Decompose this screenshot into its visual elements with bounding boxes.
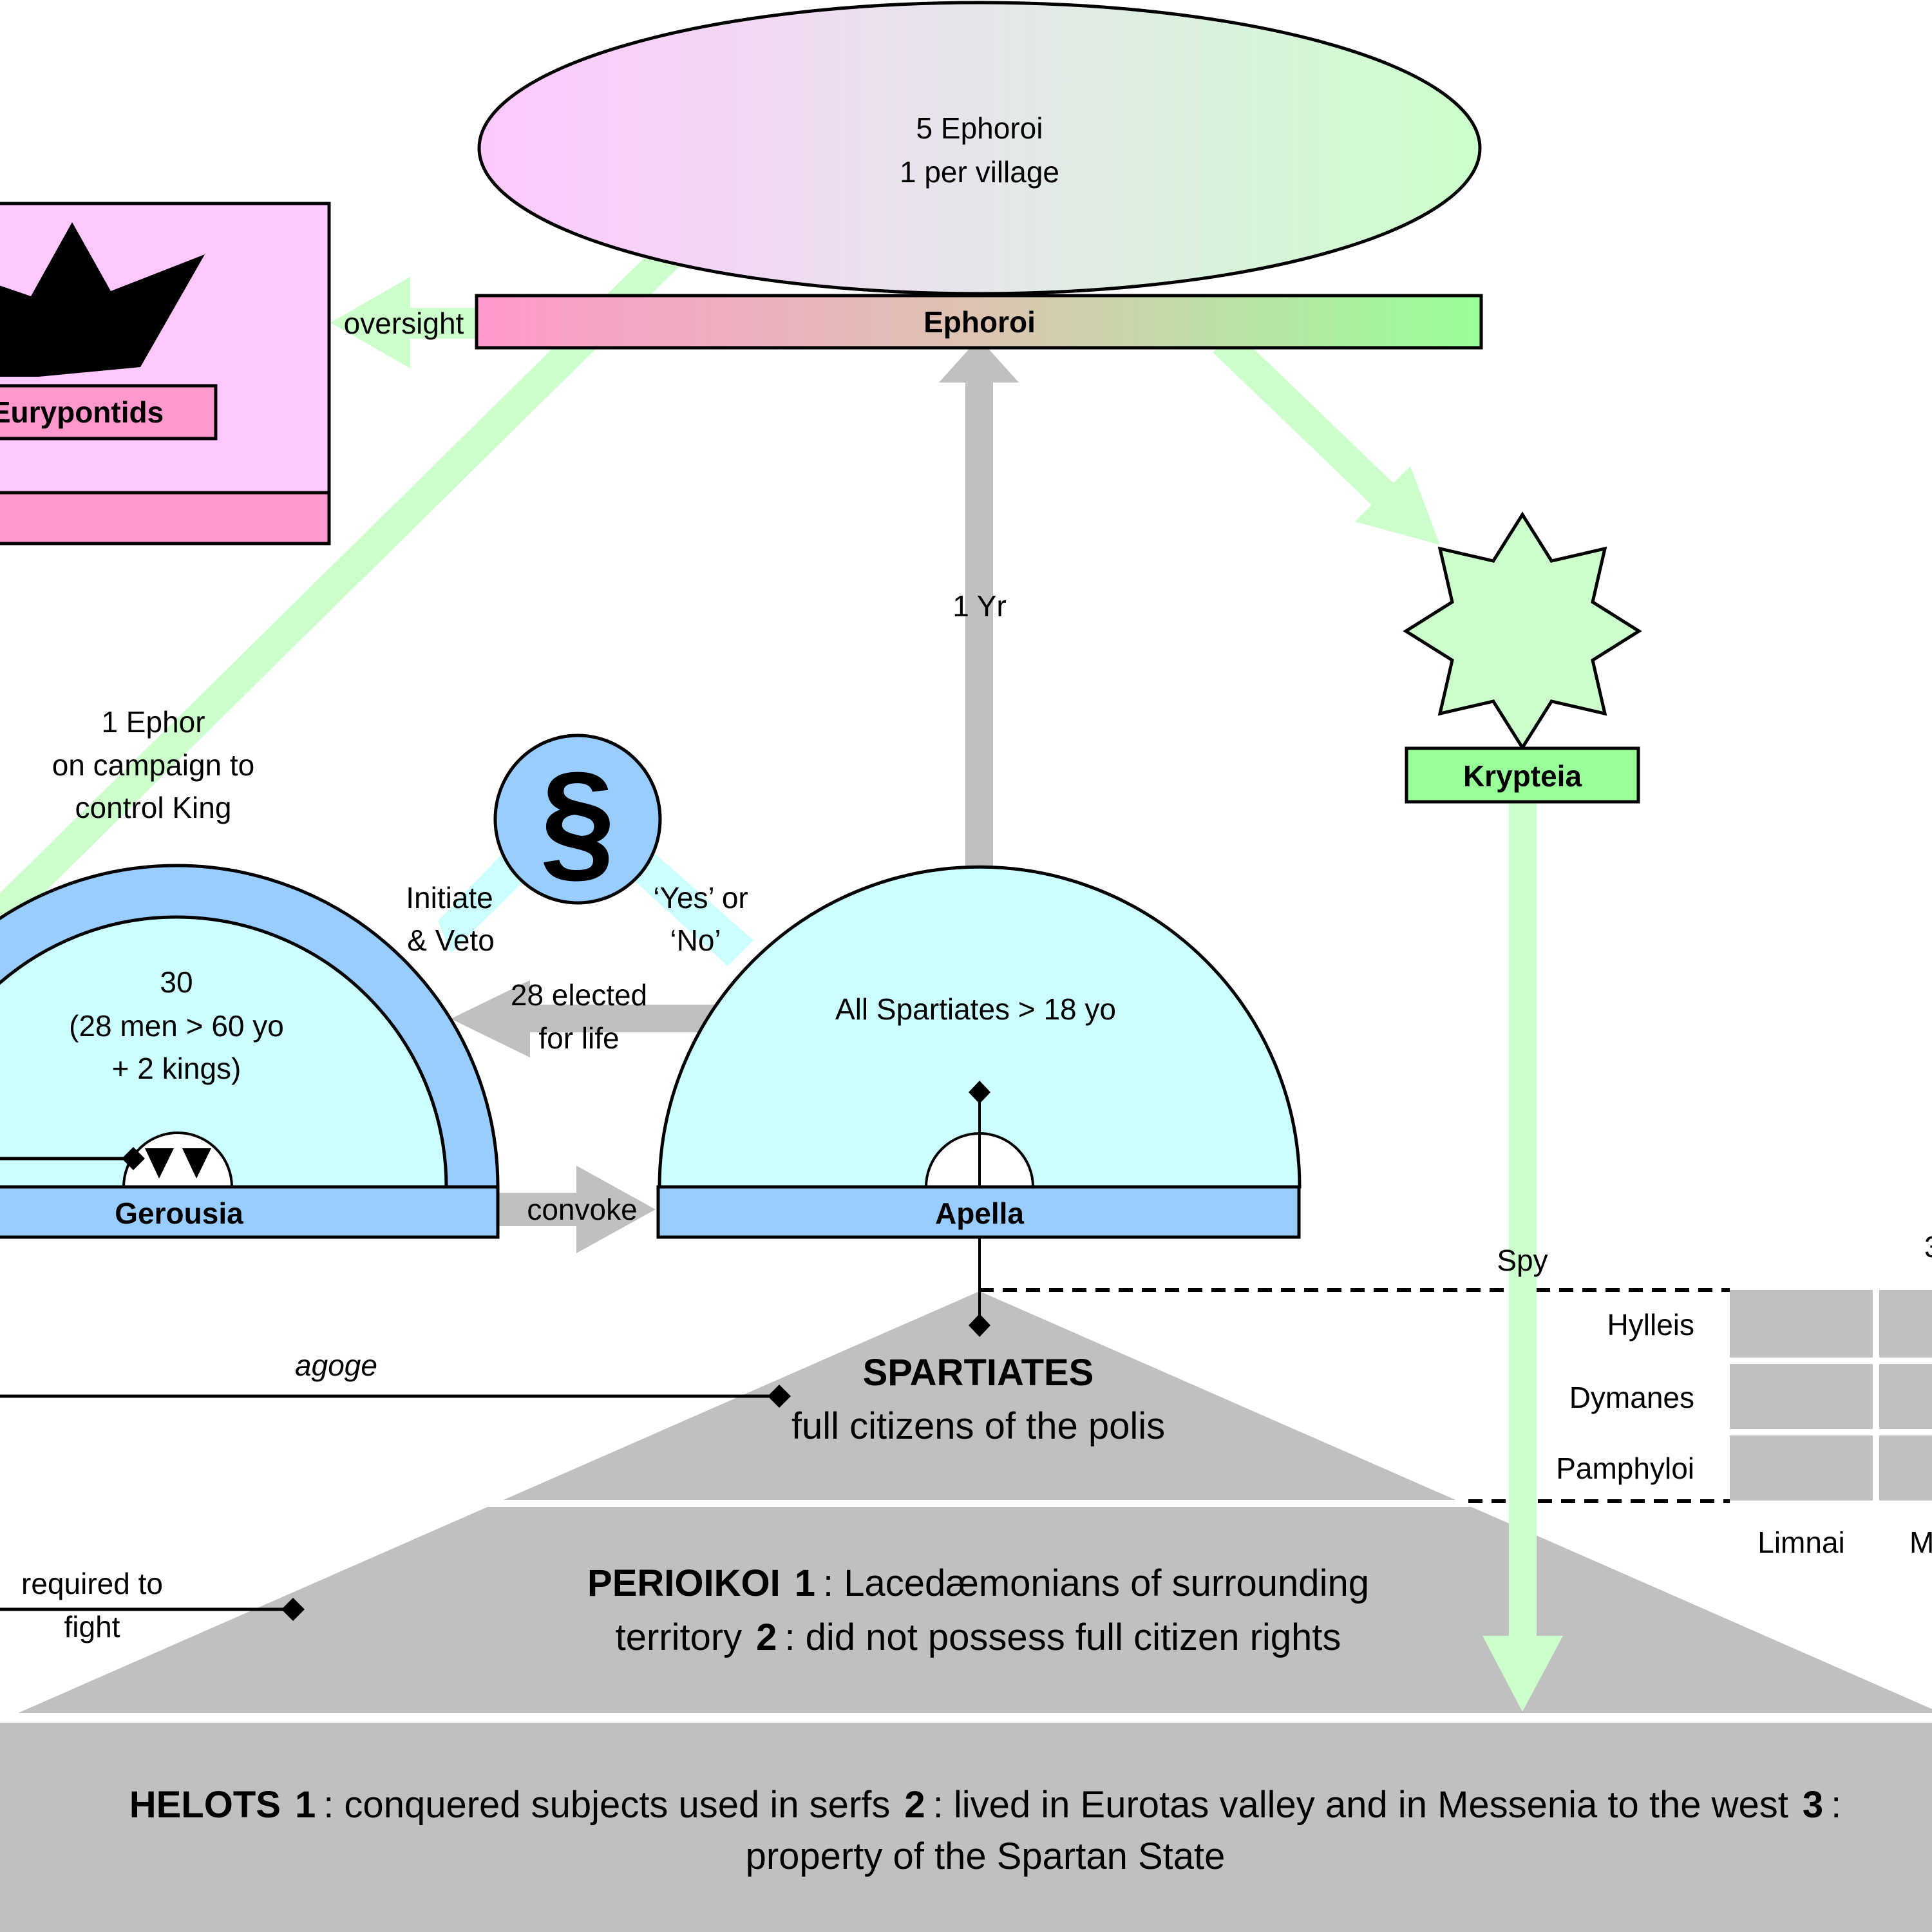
helots-point: : xyxy=(1831,1784,1841,1826)
point-number: 2 xyxy=(756,1616,777,1658)
elected-label: 28 elected xyxy=(511,978,647,1012)
krypteia-label-box xyxy=(1405,746,1640,804)
cut-off-label: 3 xyxy=(1924,1230,1932,1264)
connector-diamond-icon xyxy=(768,1385,791,1408)
perioikoi-point: territory xyxy=(616,1616,743,1658)
perioikoi-line-1: PERIOIKOI 1: Lacedæmonians of surrounding xyxy=(587,1562,1369,1604)
gerousia-text: (28 men > 60 yo xyxy=(69,1009,284,1043)
apella-bar xyxy=(656,1185,1301,1239)
krypteia-group xyxy=(1403,511,1642,804)
ephoroi-group xyxy=(475,1,1483,350)
point-number: 3 xyxy=(1803,1784,1823,1826)
connector-diamond-icon xyxy=(122,1147,145,1170)
gerousia-inner-dome xyxy=(0,915,448,1189)
yes-no-label: ‘No’ xyxy=(670,923,721,957)
gerousia-text: + 2 kings) xyxy=(112,1052,242,1085)
ephoroi-bar xyxy=(475,294,1483,350)
perioikoi-point: : Lacedæmonians of surrounding xyxy=(823,1562,1369,1604)
connector-diamond-icon xyxy=(969,1081,990,1104)
spartiates-desc: full citizens of the polis xyxy=(791,1405,1165,1447)
tribe-cell xyxy=(1730,1290,1873,1358)
gerousia-bar xyxy=(0,1185,500,1239)
oversight-arrow xyxy=(330,277,478,368)
point-number: 1 xyxy=(295,1784,316,1826)
tribe-cell xyxy=(1879,1435,1932,1501)
krypteia-star-icon xyxy=(1403,511,1642,751)
law-circle xyxy=(493,734,662,905)
initiate-veto-label: Initiate xyxy=(406,881,493,914)
spartiates-title: SPARTIATES xyxy=(863,1352,1094,1394)
tribe-cell xyxy=(1879,1290,1932,1358)
initiate-veto-label: & Veto xyxy=(407,923,495,957)
tribe-row-label: Hylleis xyxy=(1607,1308,1694,1341)
point-number: 1 xyxy=(795,1562,815,1604)
tribe-cell xyxy=(1730,1364,1873,1429)
eurypontids-label: Eurypontids xyxy=(0,395,164,429)
oversight-label: oversight xyxy=(344,307,464,340)
law-group: § xyxy=(493,734,662,905)
convoke-arrow xyxy=(498,1166,656,1253)
ephoroi-ellipse xyxy=(477,1,1482,296)
agoge-label: agoge xyxy=(295,1349,377,1382)
connector-diamond-icon xyxy=(281,1598,305,1621)
spy-arrow xyxy=(1482,802,1563,1712)
required-label: required to xyxy=(21,1567,163,1600)
helots-title: HELOTS xyxy=(129,1784,281,1826)
helots-point: : lived in Eurotas valley and in Messeni… xyxy=(933,1784,1788,1826)
king-marker-icon xyxy=(182,1148,211,1179)
campaign-note-line: 1 Ephor xyxy=(101,705,205,739)
elected-label: for life xyxy=(538,1021,619,1055)
required-label: fight xyxy=(64,1610,120,1643)
gerousia-law-connector xyxy=(438,847,535,953)
tribe-cell xyxy=(1730,1435,1873,1501)
crown-icon xyxy=(0,222,205,377)
ephoroi-count-text: 5 Ephoroi xyxy=(916,111,1043,145)
krypteia-arrow xyxy=(1213,330,1440,545)
spy-label: Spy xyxy=(1497,1244,1548,1277)
village-column-label: M xyxy=(1909,1526,1932,1559)
krypteia-label: Krypteia xyxy=(1463,759,1582,793)
perioikoi-point: : did not possess full citizen rights xyxy=(784,1616,1341,1658)
apella-group xyxy=(656,865,1302,1337)
convoke-label: convoke xyxy=(527,1193,637,1226)
election-up-arrow xyxy=(939,338,1019,871)
helots-band xyxy=(0,1723,1932,1932)
point-number: 2 xyxy=(904,1784,925,1826)
term-label: 1 Yr xyxy=(952,589,1007,623)
campaign-note-line: control King xyxy=(75,791,232,824)
helots-line-2: property of the Spartan State xyxy=(746,1835,1226,1877)
village-column-label: Limnai xyxy=(1757,1526,1845,1559)
tribe-grid xyxy=(980,1288,1932,1503)
gerousia-group xyxy=(0,864,500,1239)
king-marker-icon xyxy=(145,1148,174,1179)
elected-for-life-arrow xyxy=(451,980,715,1057)
helots-line-1: HELOTS 1: conquered subjects used in serf… xyxy=(129,1784,1842,1826)
eurypontids-label-box xyxy=(0,384,218,440)
perioikoi-band xyxy=(18,1507,1932,1713)
campaign-note-line: on campaign to xyxy=(52,748,255,782)
social-pyramid xyxy=(0,1291,1932,1932)
ephoroi-label: Ephoroi xyxy=(923,305,1036,339)
spartiates-band xyxy=(504,1291,1455,1500)
connector-diamond-icon xyxy=(969,1314,990,1337)
gerousia-text: 30 xyxy=(160,965,193,999)
apella-law-connector xyxy=(623,847,753,966)
gerousia-label: Gerousia xyxy=(115,1197,243,1230)
tribe-row-label: Pamphyloi xyxy=(1556,1452,1694,1485)
section-sign-icon: § xyxy=(540,744,616,895)
perioikoi-title: PERIOIKOI xyxy=(587,1562,781,1604)
tribe-row-label: Dymanes xyxy=(1569,1381,1694,1414)
helots-point: : conquered subjects used in serfs xyxy=(323,1784,890,1826)
apella-text: All Spartiates > 18 yo xyxy=(835,992,1116,1026)
tribe-cell xyxy=(1879,1364,1932,1429)
ephor-campaign-arrow xyxy=(0,243,681,936)
kings-panel xyxy=(0,202,331,545)
apella-label: Apella xyxy=(935,1197,1024,1230)
perioikoi-line-2: territory 2: did not possess full citizen… xyxy=(616,1616,1341,1658)
apella-dome xyxy=(658,865,1302,1189)
ephoroi-village-text: 1 per village xyxy=(900,155,1059,189)
yes-no-label: ‘Yes’ or xyxy=(653,881,748,914)
